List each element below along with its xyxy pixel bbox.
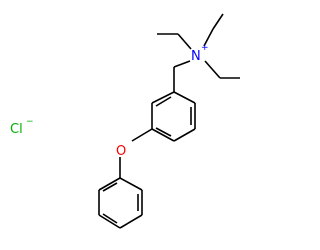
ring2-bond — [98, 214, 121, 229]
molecule-diagram: N + O Cl − — [10, 13, 240, 229]
nitrogen-charge: + — [201, 43, 209, 53]
ring2-double-bond — [102, 182, 118, 192]
bond-ethyl2-ch2-ch3 — [212, 13, 224, 30]
ring2-double-bond — [102, 213, 118, 224]
ring1-bond — [173, 91, 196, 104]
bond-n-ethyl2 — [203, 28, 214, 47]
ring2-bond — [98, 177, 121, 191]
bond-n-ethyl3 — [204, 60, 221, 79]
chloride-charge: − — [26, 117, 34, 127]
ring1-bond — [173, 128, 196, 142]
bond-n-ch2 — [173, 60, 191, 68]
chloride-ion-label: Cl — [10, 122, 23, 137]
bond-n-ethyl1 — [177, 33, 192, 50]
bond-ring1-oxygen — [131, 128, 153, 142]
ring2-bond — [119, 177, 143, 191]
ring1-double-bond — [155, 96, 172, 107]
oxygen-atom-label: O — [116, 144, 126, 159]
ring1-bond — [151, 91, 175, 104]
ring1-double-bond — [155, 127, 172, 137]
ring1-bond — [151, 128, 175, 142]
nitrogen-atom-label: N — [191, 49, 201, 64]
ring2-bond — [119, 214, 143, 229]
